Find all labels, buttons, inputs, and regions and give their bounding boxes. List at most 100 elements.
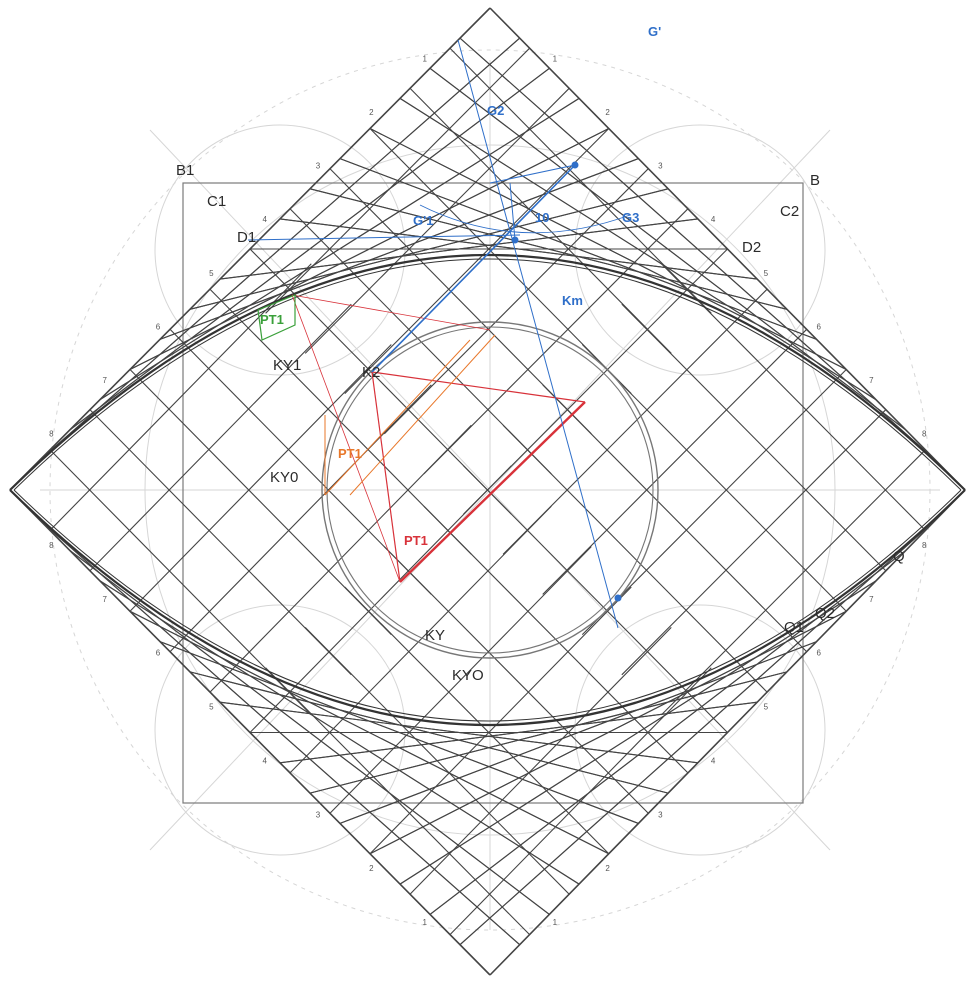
mesh-line-bottom xyxy=(339,641,817,824)
red-triangle-side-2 xyxy=(371,371,401,583)
blue-radial-line xyxy=(371,164,576,373)
mesh-line-bottom-cross xyxy=(159,641,639,824)
mesh-line-top-cross xyxy=(219,218,698,280)
eye-upper-arc xyxy=(9,254,966,491)
mesh-grid-bottom xyxy=(289,505,552,774)
label-pt1-green: PT1 xyxy=(260,312,284,327)
blue-horizontal-2 xyxy=(489,164,576,184)
orange-line-3 xyxy=(349,334,496,496)
string-art-mesh xyxy=(9,7,966,976)
mesh-grid-bottom xyxy=(329,546,592,814)
mesh-grid-bottom xyxy=(169,384,432,653)
label-q3: Q xyxy=(893,548,905,565)
mesh-grid-bottom xyxy=(129,344,392,612)
tick-number: 2 xyxy=(605,108,610,117)
tick-number: 8 xyxy=(49,541,54,550)
label-b: B xyxy=(810,172,820,189)
mesh-line-top-cross xyxy=(69,67,550,431)
tick-number: 7 xyxy=(869,376,874,385)
label-g3: G3 xyxy=(622,210,639,225)
mesh-line-bottom-cross xyxy=(99,580,580,885)
label-kyo: KYO xyxy=(452,667,484,684)
tick-number: 4 xyxy=(262,215,267,224)
label-g2: G2 xyxy=(487,103,504,118)
mesh-grid-top xyxy=(581,369,847,635)
corner-circle-top-left xyxy=(154,124,406,376)
label-d1: D1 xyxy=(237,229,256,246)
mesh-line-bottom xyxy=(399,580,877,885)
mesh-line-top-cross xyxy=(159,158,639,340)
mesh-grid-bottom xyxy=(49,263,312,531)
mesh-grid-top xyxy=(344,128,610,394)
green-construction xyxy=(257,294,296,341)
tick-number: 8 xyxy=(49,429,54,438)
mesh-line-bottom-cross xyxy=(129,610,610,855)
tick-number: 2 xyxy=(605,864,610,873)
blue-arc xyxy=(419,204,631,234)
mesh-line-top xyxy=(279,218,758,280)
tick-number: 2 xyxy=(369,108,374,117)
tick-number: 3 xyxy=(658,810,663,819)
mesh-line-top xyxy=(459,37,936,461)
mesh-grid-bottom xyxy=(542,384,808,653)
tick-number: 5 xyxy=(209,269,214,278)
label-ky0: KY0 xyxy=(270,469,298,486)
tick-number: 5 xyxy=(764,703,769,712)
label-ky: KY xyxy=(425,627,445,644)
mesh-grid-top xyxy=(502,288,768,555)
tick-number: 1 xyxy=(553,55,558,64)
mesh-grid-bottom xyxy=(265,667,530,935)
green-marker-box xyxy=(257,294,296,341)
tick-number: 1 xyxy=(422,55,427,64)
mesh-grid-top xyxy=(129,369,392,635)
tick-number: 3 xyxy=(316,810,321,819)
blue-point-low xyxy=(614,594,622,602)
label-g-top: G' xyxy=(648,24,661,39)
mesh-line-top xyxy=(309,188,788,310)
eye-lower-arc xyxy=(9,489,966,726)
mesh-grid-bottom xyxy=(409,627,672,895)
tick-number: 6 xyxy=(816,322,821,331)
mesh-grid-top xyxy=(449,47,712,314)
label-ky1: KY1 xyxy=(273,357,301,374)
mesh-line-bottom xyxy=(429,550,906,915)
tick-number: 4 xyxy=(711,215,716,224)
mesh-line-bottom-cross xyxy=(219,701,698,764)
mesh-grid-bottom xyxy=(502,424,768,693)
mesh-grid-bottom xyxy=(661,263,926,531)
red-guide-line-2 xyxy=(291,294,491,331)
tick-number: 3 xyxy=(316,162,321,171)
blue-point-mid xyxy=(511,236,519,244)
label-g1: G'1 xyxy=(413,213,433,228)
mesh-line-top xyxy=(339,158,817,340)
tick-number: 4 xyxy=(262,756,267,765)
mesh-grid-bottom xyxy=(249,465,512,733)
tick-number: 5 xyxy=(764,269,769,278)
mesh-line-bottom xyxy=(309,671,788,794)
blue-construction xyxy=(247,39,631,629)
blue-horizontal-1 xyxy=(247,234,521,241)
mesh-line-top xyxy=(429,67,906,431)
label-c2: C2 xyxy=(780,203,799,220)
mesh-grid-bottom xyxy=(209,424,472,693)
mesh-line-top-cross xyxy=(189,188,669,310)
mesh-grid-bottom xyxy=(449,667,712,935)
mesh-grid-top xyxy=(621,409,887,676)
mesh-line-bottom-cross xyxy=(69,550,550,915)
mesh-line-bottom xyxy=(279,701,758,764)
mesh-grid-top xyxy=(265,47,530,314)
blue-point-top xyxy=(571,161,579,169)
mesh-grid-bottom xyxy=(621,303,887,572)
red-triangle-hypotenuse xyxy=(399,401,586,583)
mesh-grid-bottom xyxy=(463,465,728,733)
tick-number: 8 xyxy=(922,541,927,550)
eye-upper-arc-2 xyxy=(13,258,962,491)
mesh-grid-bottom xyxy=(89,303,352,572)
mesh-line-bottom-cross xyxy=(39,519,521,946)
mesh-line-top-cross xyxy=(99,97,580,401)
tick-number: 7 xyxy=(869,595,874,604)
red-triangle-side-1 xyxy=(371,371,586,403)
label-km: Km xyxy=(562,293,583,308)
tick-number: 8 xyxy=(922,429,927,438)
